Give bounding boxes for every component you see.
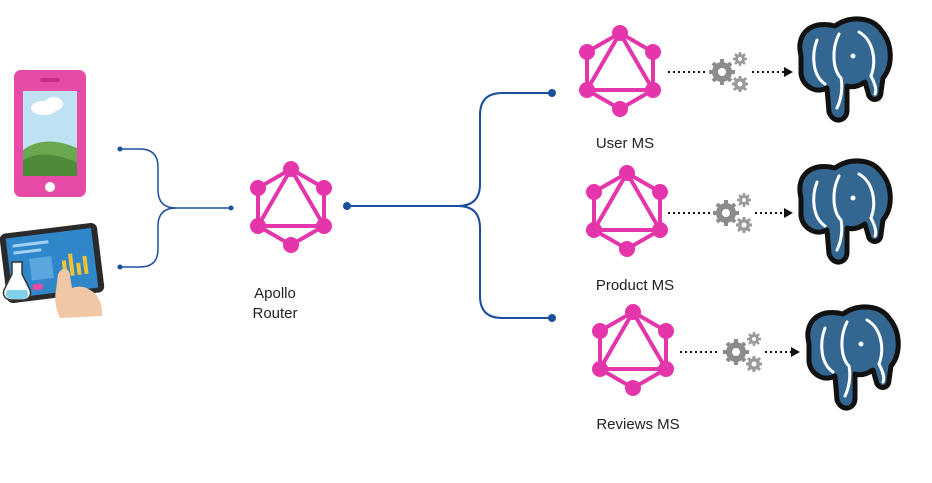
gears-icon bbox=[707, 50, 750, 94]
router-label: Apollo Router bbox=[235, 284, 315, 324]
service-connectors bbox=[347, 92, 552, 319]
gears-icon bbox=[721, 330, 764, 374]
client-connectors bbox=[120, 148, 231, 268]
reviews-ms-graphql-icon bbox=[590, 302, 676, 398]
user-db-postgresql-icon bbox=[800, 19, 890, 120]
connector-dot bbox=[548, 314, 556, 322]
reviews-ms-label: Reviews MS bbox=[596, 416, 680, 433]
db-links bbox=[668, 71, 792, 353]
connector-dot bbox=[548, 89, 556, 97]
connector-dot bbox=[117, 146, 123, 152]
gears-icon bbox=[711, 191, 754, 235]
product-ms-label: Product MS bbox=[595, 277, 675, 294]
connector-dot bbox=[228, 205, 234, 211]
tablet-icon bbox=[0, 222, 105, 318]
product-db-postgresql-icon bbox=[800, 161, 890, 262]
reviews-db-postgresql-icon bbox=[808, 307, 898, 408]
product-ms-graphql-icon bbox=[584, 163, 670, 259]
router-graphql-icon bbox=[248, 159, 334, 255]
connector-dot bbox=[343, 202, 351, 210]
arrow-heads bbox=[784, 67, 800, 357]
router-label-line1: Apollo bbox=[254, 285, 296, 302]
user-ms-label: User MS bbox=[595, 135, 655, 152]
user-ms-graphql-icon bbox=[577, 23, 663, 119]
connector-dot bbox=[117, 264, 123, 270]
smartphone-icon bbox=[14, 70, 86, 197]
router-label-line2: Router bbox=[252, 305, 298, 322]
